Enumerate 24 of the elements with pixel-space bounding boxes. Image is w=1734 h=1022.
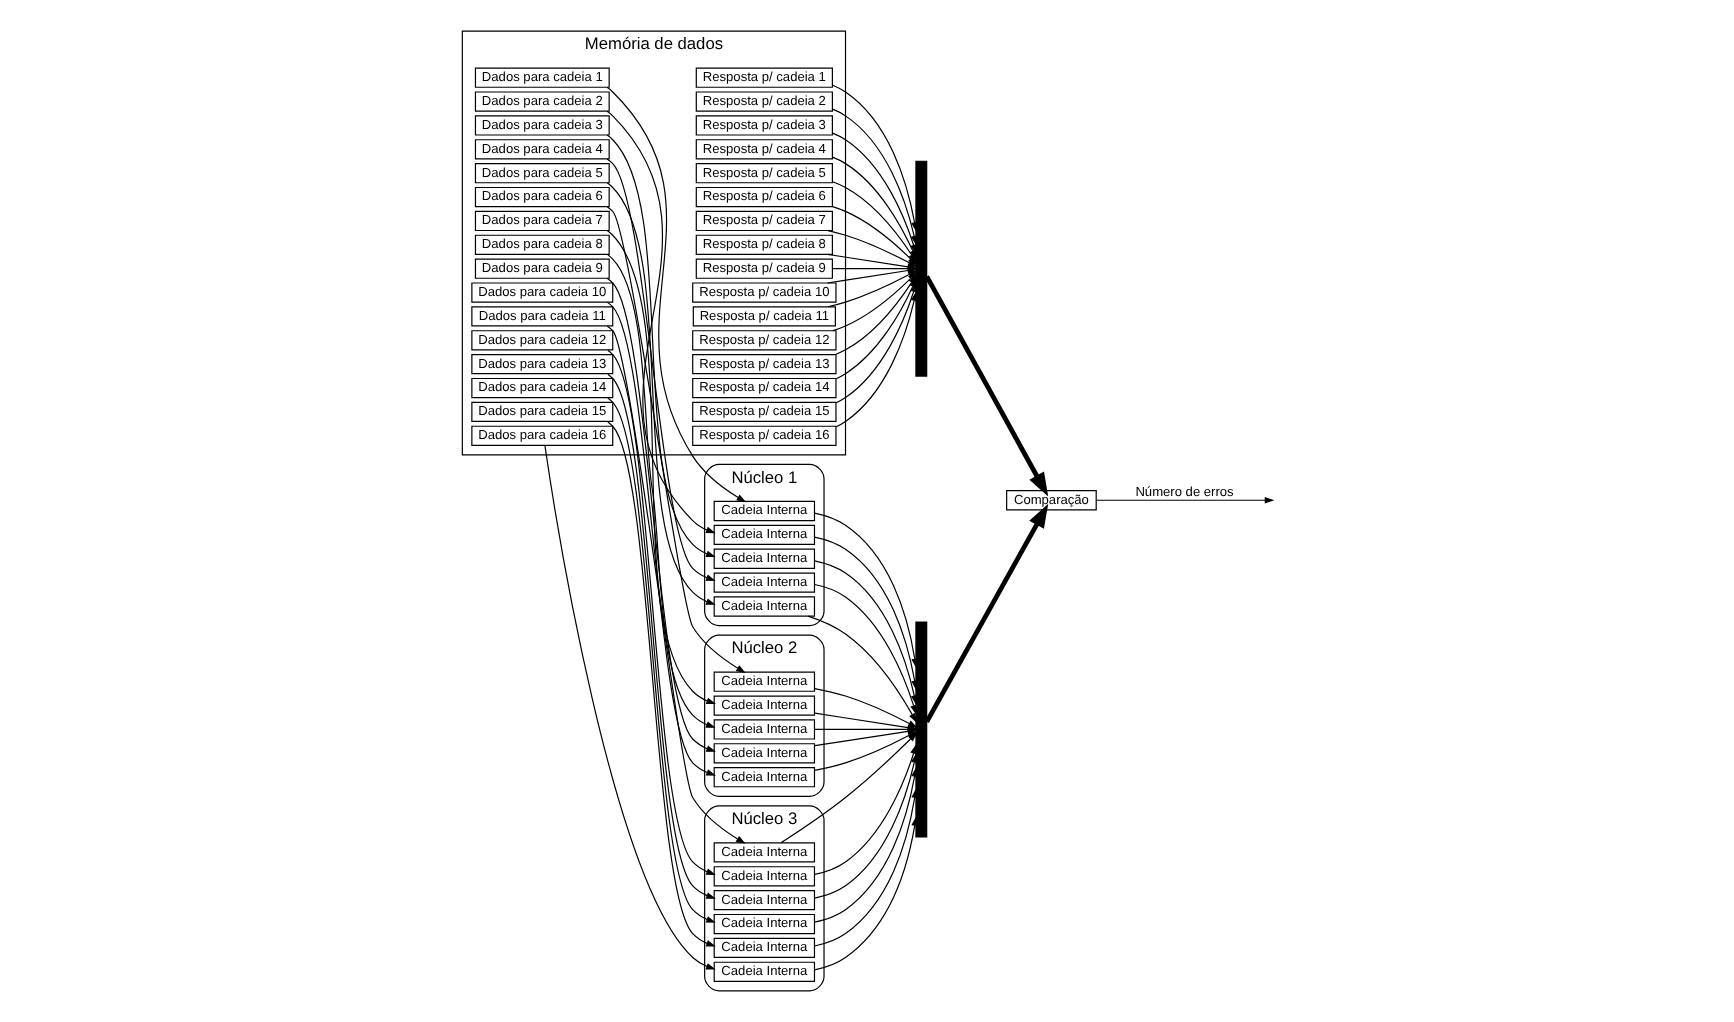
arrow (813, 512, 919, 669)
arrow (814, 767, 918, 923)
arrow (814, 744, 917, 875)
arrow (814, 583, 917, 715)
arrow (1096, 496, 1275, 504)
arrow (814, 788, 918, 947)
arrow (924, 275, 1049, 497)
arrow (606, 206, 746, 673)
arrow (813, 560, 918, 705)
arrow (813, 536, 918, 691)
arrow (814, 753, 918, 899)
arrow (606, 325, 746, 844)
arrow (544, 444, 716, 970)
arrow (814, 816, 918, 971)
arrow (835, 282, 917, 404)
arrow (606, 86, 747, 503)
arrow (832, 84, 918, 232)
node-bar (915, 621, 928, 838)
arrow (924, 503, 1049, 723)
arrow (807, 615, 917, 723)
node-bar (915, 160, 928, 377)
arrow (832, 132, 917, 255)
arrow (832, 108, 918, 246)
arrow (835, 291, 918, 428)
